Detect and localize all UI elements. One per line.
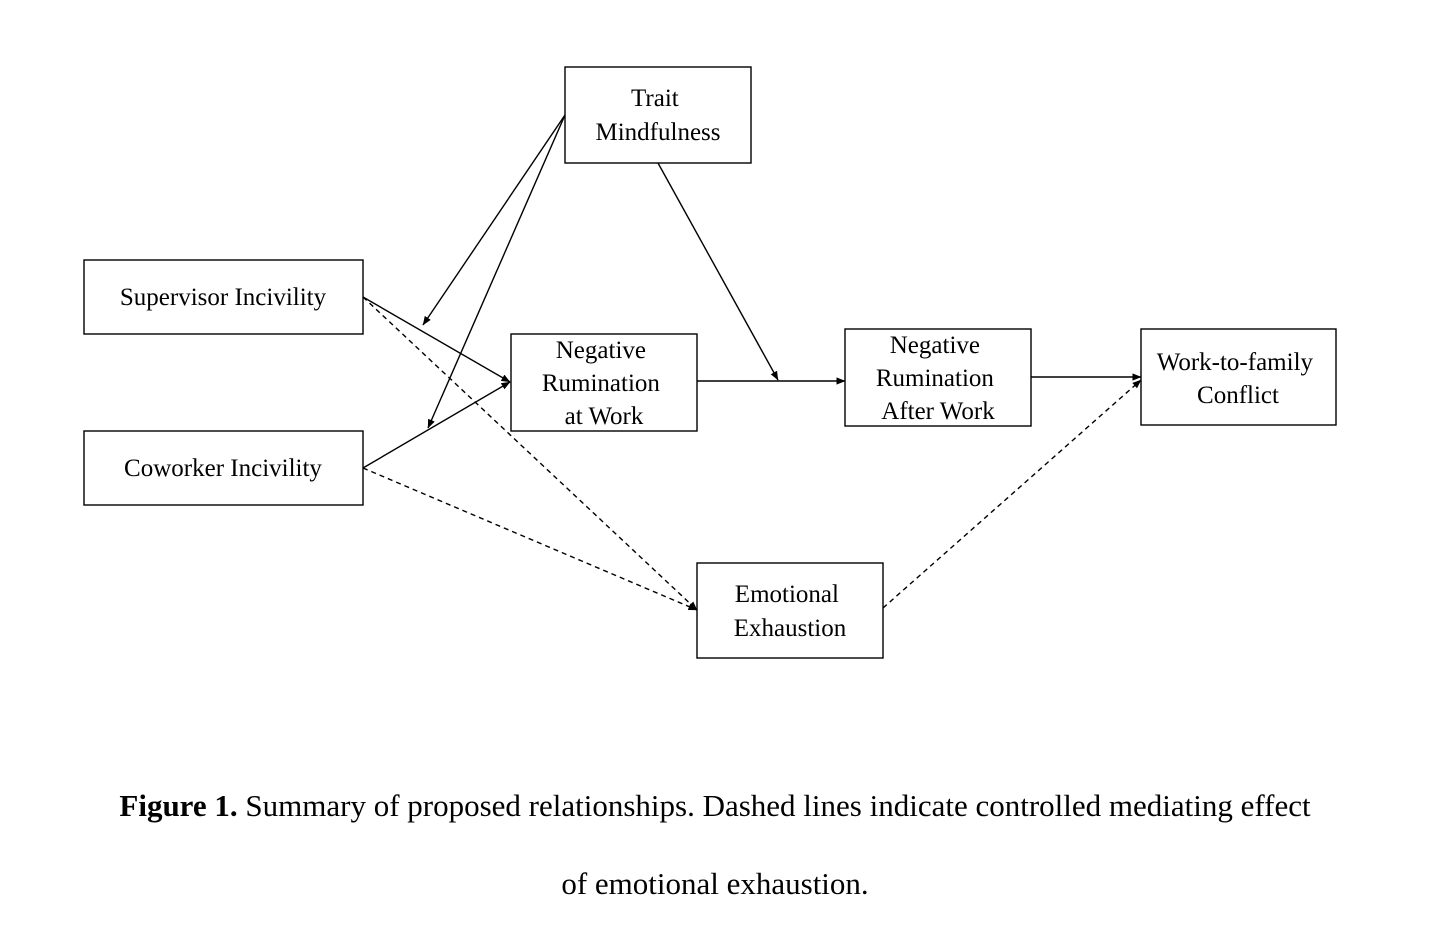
edge-supervisor-to-exhaustion: [362, 296, 698, 611]
svg-text:Emotional Exhaustion: Emotional Exhaustion: [734, 581, 847, 642]
node-emotional-exhaustion: Emotional Exhaustion: [696, 562, 884, 659]
path-diagram: Trait Mindfulness Supervisor Incivility …: [83, 66, 1337, 659]
edge-mindfulness-moderates-supervisor-path: [422, 114, 566, 326]
node-trait-mindfulness: Trait Mindfulness: [564, 66, 752, 164]
svg-text:Coworker Incivility: Coworker Incivility: [124, 455, 322, 482]
node-rumination-after-work: Negative Rumination After Work: [844, 328, 1032, 427]
svg-text:Trait Mindfulness: Trait Mindfulness: [596, 85, 721, 146]
edge-coworker-to-exhaustion: [362, 467, 698, 611]
node-label-line: Coworker Incivility: [124, 455, 322, 482]
svg-text:Work-to-family Conflict: Work-to-family Conflict: [1157, 349, 1320, 409]
figure-caption-text: Summary of proposed relationships. Dashe…: [237, 788, 1311, 823]
figure-caption: Figure 1. Summary of proposed relationsh…: [0, 788, 1430, 824]
node-label-line: Work-to-family: [1157, 349, 1314, 376]
svg-text:Negative Rumination: Negative Rumination After Work: [876, 332, 1000, 425]
figure-caption-continued: of emotional exhaustion.: [0, 866, 1430, 902]
svg-text:Negative Rumination: Negative Rumination at Work: [542, 337, 666, 430]
svg-text:Supervisor Incivility: Supervisor Incivility: [120, 284, 327, 311]
node-coworker-incivility: Coworker Incivility: [83, 430, 364, 506]
node-label-line: Rumination: [876, 365, 995, 392]
node-label-line: Negative: [556, 337, 646, 364]
node-label-line: Negative: [890, 332, 980, 359]
node-label-line: Emotional: [735, 581, 839, 608]
node-label-line: Mindfulness: [596, 119, 721, 146]
node-label-line: Conflict: [1197, 382, 1279, 409]
node-label-line: Rumination: [542, 370, 661, 397]
figure-caption-text: of emotional exhaustion.: [561, 866, 869, 901]
node-supervisor-incivility: Supervisor Incivility: [83, 259, 364, 335]
node-label-line: at Work: [565, 403, 644, 430]
edge-mindfulness-moderates-coworker-path: [427, 114, 566, 429]
node-rumination-at-work: Negative Rumination at Work: [510, 333, 698, 432]
edge-exhaustion-to-conflict: [882, 379, 1142, 609]
figure-caption-label: Figure 1.: [119, 788, 238, 823]
node-label-line: Trait: [631, 85, 679, 112]
edge-supervisor-to-rumination-work: [362, 296, 511, 383]
node-label-line: After Work: [881, 398, 995, 425]
node-work-to-family-conflict: Work-to-family Conflict: [1140, 328, 1337, 426]
node-label-line: Exhaustion: [734, 615, 847, 642]
edge-mindfulness-moderates-rumination-path: [657, 162, 779, 381]
edge-coworker-to-rumination-work: [362, 381, 511, 469]
node-label-line: Supervisor Incivility: [120, 284, 327, 311]
